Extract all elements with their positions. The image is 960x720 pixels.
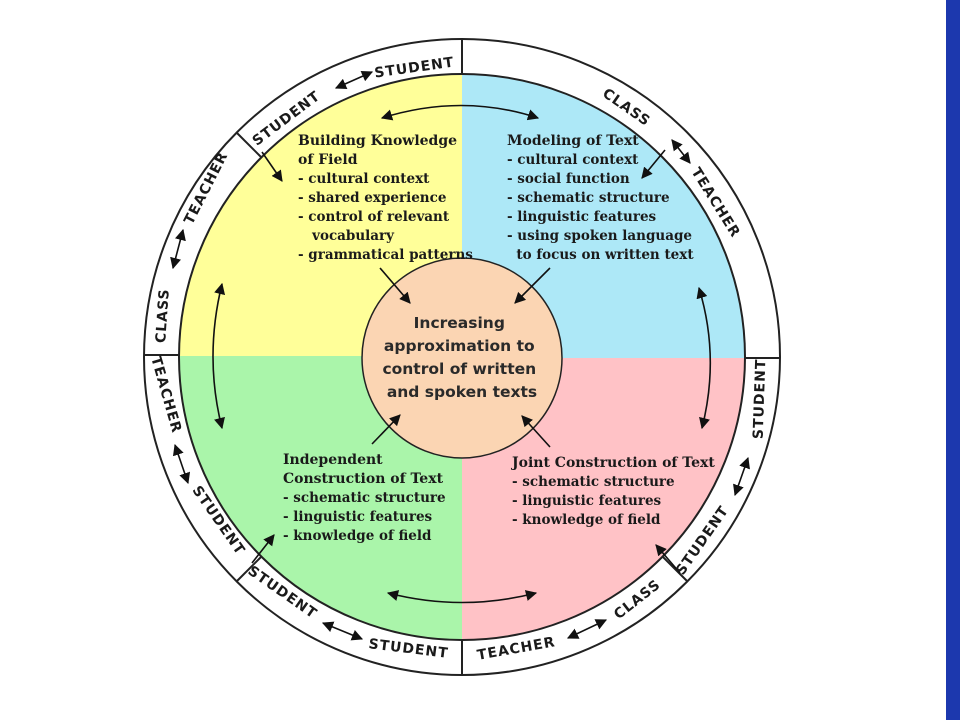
arrow-to-center	[379, 267, 411, 304]
cycle-arrow-bottom	[386, 590, 538, 604]
independent-item: - schematic structure	[283, 490, 446, 506]
building-item: - cultural context	[298, 171, 430, 187]
center-text: Increasing approximation to control of w…	[382, 314, 541, 401]
ring-arrow	[172, 443, 191, 485]
ring-arrow	[733, 456, 750, 497]
joint-title: Joint Construction of Text	[510, 455, 715, 471]
joint-item: - schematic structure	[512, 474, 675, 490]
center-line: control of written	[382, 360, 536, 378]
arrow-ring-to-quadrant	[261, 151, 283, 182]
independent-item: - linguistic features	[283, 509, 433, 525]
building-text: Building Knowledge of Field - cultural c…	[298, 132, 473, 263]
ring-separator	[236, 555, 263, 582]
center-line: and spoken texts	[387, 383, 537, 401]
arrow-to-center	[371, 414, 401, 445]
arrow-to-center	[514, 267, 551, 304]
arrow-to-center	[521, 415, 551, 448]
independent-text: Independent Construction of Text - schem…	[283, 451, 450, 544]
cycle-arrow-left	[212, 282, 226, 430]
independent-item: - knowledge of field	[283, 528, 432, 544]
ring-separator	[661, 555, 688, 582]
building-item: - grammatical patterns	[298, 247, 473, 263]
arrow-ring-to-quadrant	[641, 149, 666, 179]
modeling-item: - social function	[507, 171, 630, 187]
building-item: - control of relevant	[298, 209, 450, 225]
cycle-arrow-right	[696, 286, 712, 430]
ring-arrow	[170, 228, 186, 270]
independent-title: Construction of Text	[283, 471, 444, 487]
right-edge-bar	[946, 0, 960, 720]
building-title: Building Knowledge	[298, 133, 457, 149]
joint-item: - linguistic features	[512, 493, 662, 509]
ring-label-student: STUDENT	[751, 358, 770, 439]
modeling-item: - cultural context	[507, 152, 639, 168]
modeling-title: Modeling of Text	[507, 133, 639, 149]
ring-label-class: CLASS	[153, 288, 173, 344]
cycle-arrow-top	[380, 104, 540, 121]
ring-arrow	[671, 139, 691, 164]
modeling-item: - schematic structure	[507, 190, 670, 206]
building-item: vocabulary	[298, 228, 395, 244]
modeling-item: to focus on written text	[507, 247, 694, 263]
center-line: approximation to	[384, 337, 535, 355]
building-item: - shared experience	[298, 190, 446, 206]
ring-arrow	[321, 621, 364, 641]
ring-arrow	[334, 70, 374, 90]
independent-title: Independent	[283, 452, 383, 468]
ring-separator	[236, 132, 263, 159]
modeling-item: - linguistic features	[507, 209, 657, 225]
ring-arrow	[566, 619, 608, 639]
joint-item: - knowledge of field	[512, 512, 661, 528]
modeling-text: Modeling of Text - cultural context - so…	[507, 132, 696, 263]
modeling-item: - using spoken language	[507, 228, 692, 244]
joint-text: Joint Construction of Text - schematic s…	[510, 454, 719, 528]
center-circle	[361, 257, 563, 459]
arrow-ring-to-quadrant	[251, 534, 275, 564]
center-line: Increasing	[414, 314, 505, 332]
building-title: of Field	[298, 152, 358, 168]
arrow-ring-to-quadrant	[655, 544, 681, 574]
